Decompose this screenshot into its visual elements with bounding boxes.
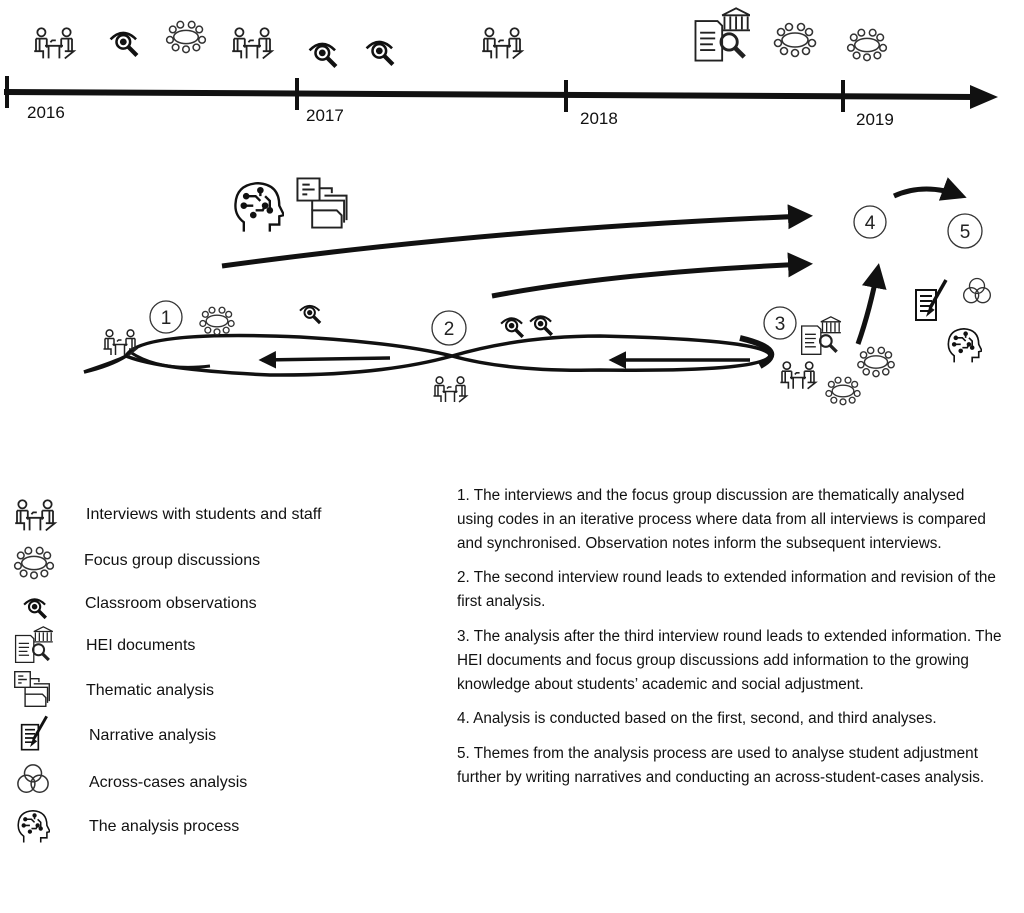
interview-icon — [14, 499, 56, 532]
hei-documents-icon — [799, 316, 842, 356]
focus-group-icon — [773, 22, 817, 58]
interview-icon — [432, 376, 468, 403]
focus-group-icon — [846, 28, 888, 62]
legend-item: Classroom observations — [12, 592, 412, 626]
focus-group-icon — [13, 546, 55, 580]
note-4: 4. Analysis is conducted based on the fi… — [457, 710, 937, 728]
research-process-diagram: 2016 2017 2018 2019 1 2 3 4 — [3, 0, 998, 406]
loop-arrow — [258, 351, 391, 369]
note-1: 1. The interviews and the focus group di… — [457, 487, 986, 552]
process-notes: 1. The interviews and the focus group di… — [457, 484, 1002, 801]
hei-documents-icon — [695, 8, 750, 60]
observation-icon — [499, 316, 525, 339]
legend-item: Thematic analysis — [12, 670, 412, 707]
step-3-label: 3 — [775, 314, 786, 335]
narrative-analysis-icon — [914, 278, 948, 322]
observation-icon — [22, 597, 48, 620]
legend-item: Interviews with students and staff — [12, 498, 412, 532]
analysis-process-icon — [947, 327, 982, 364]
observation-icon — [310, 44, 336, 67]
legend-label: The analysis process — [89, 818, 240, 835]
legend-label: Across-cases analysis — [89, 774, 248, 791]
observation-icon — [528, 314, 554, 337]
step-3-circle — [763, 306, 797, 340]
note-2: 2. The second interview round leads to e… — [457, 569, 996, 611]
step-2-circle — [431, 310, 467, 346]
progress-arrow-lower — [491, 252, 813, 299]
year-label-2018: 2018 — [580, 109, 618, 128]
focus-group-icon — [857, 346, 895, 378]
step4-to-step5-arrow — [892, 177, 967, 201]
legend-label: Focus group discussions — [84, 552, 261, 569]
hei-documents-icon — [13, 626, 54, 664]
process-flow — [83, 177, 967, 377]
observation-icon — [111, 33, 137, 56]
narrative-analysis-icon — [20, 714, 49, 752]
focus-group-icon — [825, 376, 861, 406]
timeline-axis — [3, 89, 976, 100]
step-5-label: 5 — [960, 222, 971, 243]
loop-stroke — [739, 335, 775, 369]
note-5: 5. Themes from the analysis process are … — [457, 745, 985, 786]
focus-group-icon — [199, 306, 235, 336]
thematic-analysis-icon — [14, 671, 51, 707]
interview-icon — [779, 361, 817, 390]
loop-stroke — [129, 350, 211, 369]
legend-item: The analysis process — [12, 808, 412, 844]
legend-item: Narrative analysis — [12, 714, 412, 752]
process-steps: 1 2 3 4 5 — [149, 205, 983, 346]
thematic-analysis-icon — [296, 177, 348, 229]
timeline-events — [33, 8, 888, 67]
timeline-arrowhead — [970, 85, 998, 109]
step3-to-step4-arrow — [855, 263, 887, 345]
step-5-circle — [947, 213, 983, 249]
year-label-2017: 2017 — [306, 106, 344, 125]
focus-group-icon — [165, 20, 207, 54]
interview-icon — [231, 27, 273, 60]
observation-icon — [298, 304, 322, 325]
legend-label: Narrative analysis — [89, 727, 217, 744]
timeline: 2016 2017 2018 2019 — [3, 76, 998, 129]
step-1-label: 1 — [161, 308, 172, 329]
observation-icon — [367, 42, 393, 65]
step-4-circle — [853, 205, 887, 239]
step-4-label: 4 — [865, 213, 876, 234]
note-3: 3. The analysis after the third intervie… — [457, 627, 1002, 693]
year-label-2016: 2016 — [27, 103, 65, 122]
step-2-label: 2 — [444, 319, 455, 340]
legend-item: Focus group discussions — [12, 546, 412, 580]
legend-label: Classroom observations — [85, 595, 257, 612]
legend-item: Across-cases analysis — [12, 762, 412, 796]
across-cases-icon — [962, 277, 992, 304]
progress-arrow-upper — [221, 204, 813, 269]
legend-label: HEI documents — [86, 637, 196, 654]
legend-item: HEI documents — [12, 626, 412, 664]
analysis-process-icon — [234, 181, 284, 233]
interview-icon — [481, 27, 523, 60]
across-cases-icon — [17, 764, 49, 793]
step-1-circle — [149, 300, 183, 334]
analysis-process-icon — [17, 809, 50, 844]
interview-icon — [33, 27, 75, 60]
iteration-loop — [83, 333, 772, 377]
year-label-2019: 2019 — [856, 110, 894, 129]
legend-label: Thematic analysis — [86, 682, 215, 699]
legend-label: Interviews with students and staff — [86, 506, 322, 523]
